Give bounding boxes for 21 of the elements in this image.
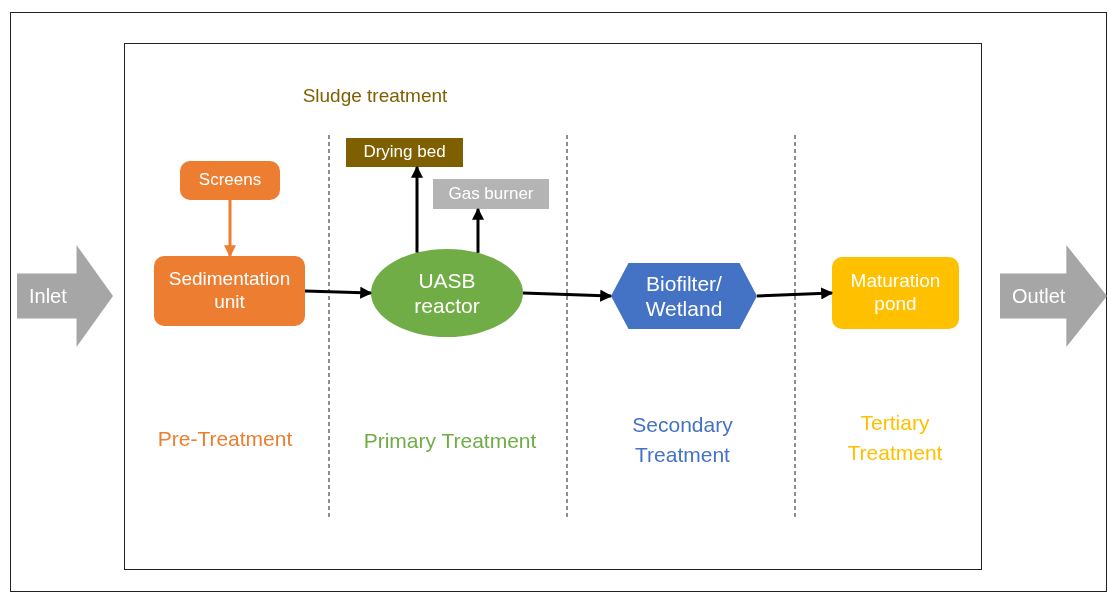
arrow	[472, 207, 484, 253]
stage-label: Primary Treatment	[362, 428, 538, 454]
arrow	[411, 165, 423, 253]
process-box: Screens	[180, 161, 280, 200]
stage-label: Tertiary Treatment	[846, 410, 944, 467]
process-box: Maturation pond	[832, 257, 959, 329]
arrow	[756, 287, 834, 300]
stage-label: Secondary Treatment	[631, 412, 734, 469]
process-frame	[124, 43, 982, 570]
arrow	[522, 289, 613, 302]
process-box: Sedimentation unit	[154, 256, 305, 326]
process-box: Drying bed	[346, 138, 463, 167]
inlet-arrow: Inlet	[17, 245, 113, 347]
arrow	[304, 286, 373, 299]
outlet-arrow: Outlet	[1000, 245, 1107, 347]
hexagon-box: Biofilter/ Wetland	[611, 263, 757, 329]
section-heading: Sludge treatment	[301, 84, 449, 108]
arrow	[224, 200, 236, 258]
reactor-ellipse: UASB reactor	[371, 249, 523, 337]
process-box: Gas burner	[433, 179, 549, 209]
stage-label: Pre-Treatment	[156, 426, 294, 452]
